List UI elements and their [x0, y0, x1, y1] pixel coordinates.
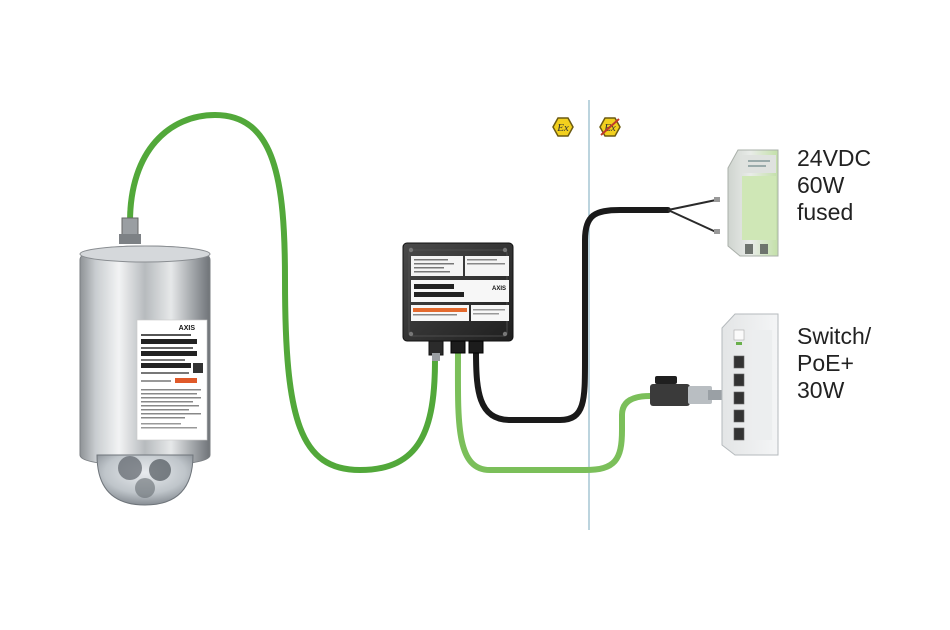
- switch-spec-line: Switch/: [797, 323, 872, 349]
- ex-zone-icon-text: Ex: [556, 122, 569, 134]
- wire-ferrule-1: [714, 197, 720, 202]
- camera-network-cable: [127, 111, 438, 474]
- switch-port-1: [733, 355, 745, 369]
- power-supply-spec-label: 24VDC 60W fused: [797, 145, 871, 226]
- power-wire-2: [667, 209, 717, 233]
- rj45-connector: [650, 376, 722, 406]
- switch-network-cable: [454, 347, 653, 473]
- power-cable: [473, 207, 671, 423]
- ex-zone-icon: Ex: [552, 117, 574, 137]
- switch-port-5: [733, 427, 745, 441]
- cable-gland: [121, 217, 139, 237]
- power-supply-spec-line: fused: [797, 199, 854, 225]
- switch-spec-line: PoE+: [797, 350, 854, 376]
- power-supply-unit: [727, 149, 779, 257]
- camera-brand-label: AXIS: [179, 325, 196, 332]
- switch-spec-label: Switch/ PoE+ 30W: [797, 323, 871, 404]
- switch-port-4: [733, 409, 745, 423]
- junction-box-brand-label: AXIS: [492, 286, 506, 292]
- explosion-protected-camera: AXIS: [79, 217, 211, 506]
- switch-port-2: [733, 373, 745, 387]
- power-supply-spec-line: 60W: [797, 172, 845, 198]
- camera-label-sticker: AXIS: [136, 319, 208, 441]
- wire-ferrule-2: [714, 229, 720, 234]
- non-ex-zone-icon: Ex: [599, 117, 621, 137]
- junction-box: AXIS: [402, 242, 514, 361]
- gland-nut: [119, 234, 141, 244]
- power-wire-1: [667, 199, 717, 211]
- switch-spec-line: 30W: [797, 377, 845, 403]
- cross-out-mark: [600, 118, 620, 136]
- poe-network-switch: [721, 313, 779, 456]
- switch-port-3: [733, 391, 745, 405]
- power-supply-spec-line: 24VDC: [797, 145, 872, 171]
